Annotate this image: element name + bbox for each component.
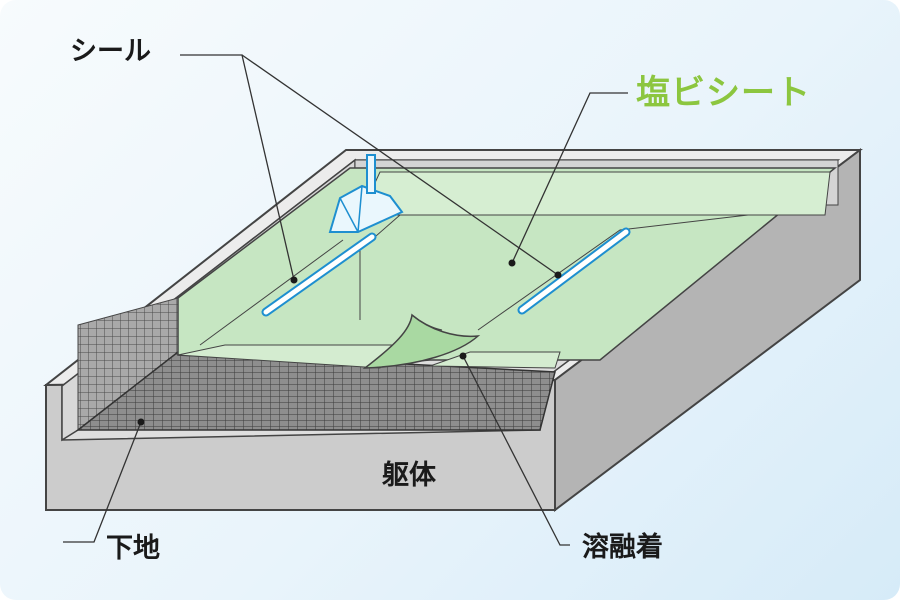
substrate-mesh [75,297,556,432]
fusion-weld-label: 溶融着 [582,532,663,563]
structure-label: 躯体 [382,460,436,491]
seal-strip-left [261,232,377,317]
leader-dots [137,259,562,426]
seal-label: シール [70,36,151,67]
pvc-sheet-label: 塩ビシート [636,73,811,113]
seal-applicator-icon [328,154,404,233]
seal-strip-right [517,227,631,315]
substrate-label: 下地 [106,533,160,564]
leader-lines [63,54,628,546]
